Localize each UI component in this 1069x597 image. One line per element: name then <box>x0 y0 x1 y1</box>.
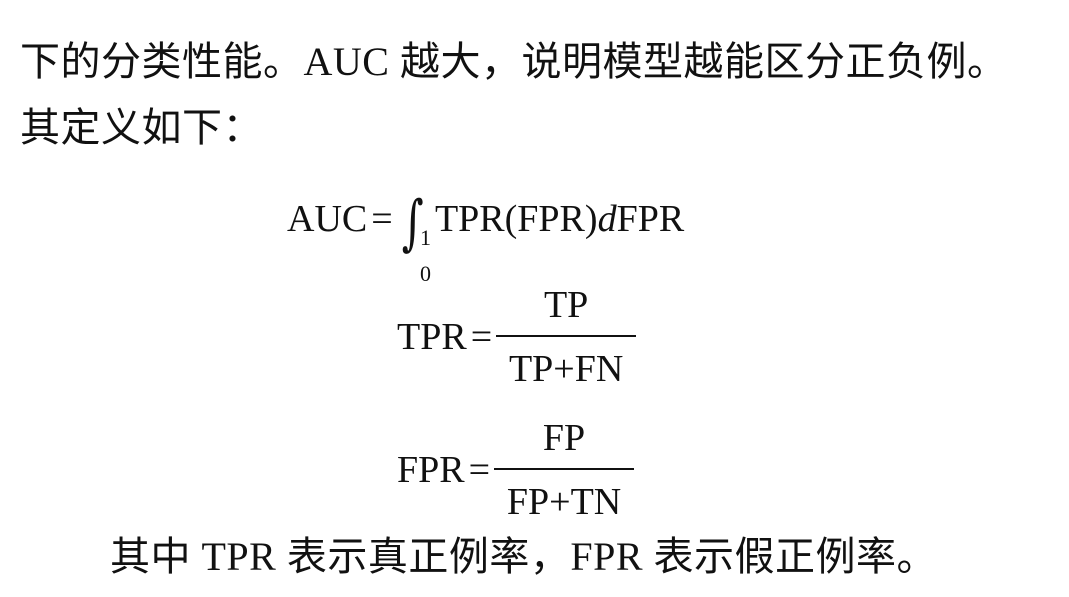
tpr-equals: = <box>470 316 493 358</box>
fpr-fraction-bar <box>494 468 635 470</box>
auc-lhs: AUC <box>287 198 368 240</box>
auc-integrand: TPR(FPR) <box>434 198 598 240</box>
footer-line: 其中 TPR 表示真正例率，FPR 表示假正例率。 <box>110 534 938 579</box>
fpr-equation: FPR = FP FP+TN <box>397 416 635 524</box>
paragraph-line-2: 其定义如下： <box>20 105 263 150</box>
integral-sign-icon: ∫ <box>401 188 424 258</box>
fpr-lhs: FPR <box>397 449 465 491</box>
tpr-fraction-bar <box>496 335 637 337</box>
paragraph-line-1: 下的分类性能。AUC 越大，说明模型越能区分正负例。 <box>20 39 1008 84</box>
fpr-fraction: FP FP+TN <box>494 416 635 524</box>
integral-lower-limit: 0 <box>419 261 431 286</box>
fpr-denominator: FP+TN <box>506 481 622 523</box>
tpr-lhs: TPR <box>397 316 467 358</box>
integral-upper-limit: 1 <box>419 225 431 250</box>
tpr-numerator: TP <box>543 284 589 326</box>
auc-differential: d <box>597 198 617 240</box>
tpr-equation: TPR = TP TP+FN <box>397 283 637 391</box>
auc-equals: = <box>371 198 393 240</box>
tpr-denominator: TP+FN <box>508 348 624 390</box>
auc-variable: FPR <box>616 198 685 240</box>
fpr-equals: = <box>468 449 491 491</box>
fpr-numerator: FP <box>542 417 586 459</box>
tpr-fraction: TP TP+FN <box>496 283 637 391</box>
